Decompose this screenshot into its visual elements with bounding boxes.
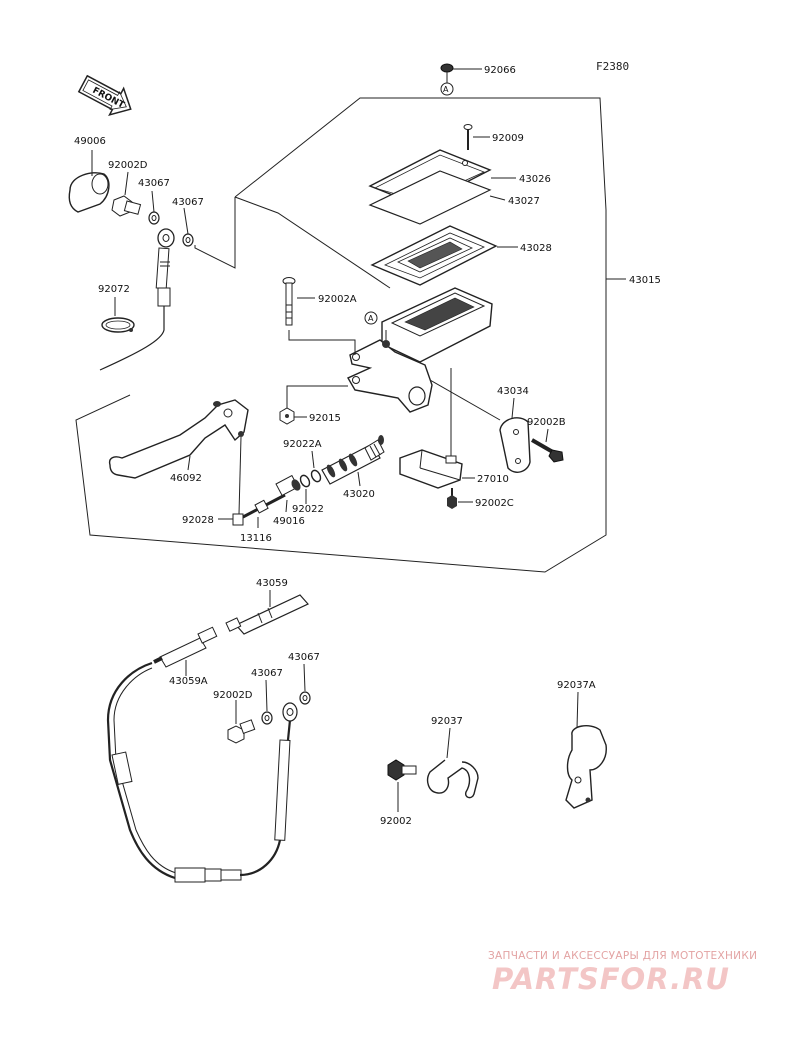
bracket-92037A xyxy=(565,724,607,809)
label-43067-a: 43067 xyxy=(138,178,170,189)
diaphragm-43028 xyxy=(370,225,498,286)
banjo-bolt-92002D xyxy=(111,195,142,217)
label-43067-c: 43067 xyxy=(251,668,283,679)
bolt-92002A xyxy=(282,277,296,326)
plate-43027 xyxy=(368,170,492,225)
master-cylinder-body xyxy=(347,287,493,413)
fitting-43059A xyxy=(153,626,218,668)
label-92002B: 92002B xyxy=(527,417,566,428)
clip-92037 xyxy=(426,759,479,799)
banjo-cover-49006 xyxy=(68,172,110,213)
label-92066: 92066 xyxy=(484,65,516,76)
banjo-bolt-92002D-bottom xyxy=(227,719,256,744)
clamp-92072 xyxy=(101,317,135,333)
label-92015: 92015 xyxy=(309,413,341,424)
watermark-caption: ЗАПЧАСТИ И АКСЕССУАРЫ ДЛЯ МОТОТЕХНИКИ xyxy=(488,950,758,962)
assembly-outline-main xyxy=(75,97,607,573)
label-43015: 43015 xyxy=(629,275,661,286)
clutch-lever-46092 xyxy=(108,399,249,479)
upper-hose xyxy=(99,228,175,371)
assembly-outline xyxy=(194,197,236,269)
nut-92015 xyxy=(279,407,295,425)
screw-92002C xyxy=(447,488,457,509)
label-92002C: 92002C xyxy=(475,498,514,509)
label-43028: 43028 xyxy=(520,243,552,254)
label-46092: 46092 xyxy=(170,473,202,484)
label-92002A: 92002A xyxy=(318,294,357,305)
label-43034: 43034 xyxy=(497,386,529,397)
label-43027: 43027 xyxy=(508,196,540,207)
label-43067-b: 43067 xyxy=(172,197,204,208)
washer-43067-c xyxy=(261,711,273,725)
label-92072: 92072 xyxy=(98,284,130,295)
push-rod-13116 xyxy=(242,493,286,519)
label-49006: 49006 xyxy=(74,136,106,147)
label-13116: 13116 xyxy=(240,533,272,544)
figure-code: F2380 xyxy=(596,60,630,73)
label-92002: 92002 xyxy=(380,816,412,827)
bolt-92002B xyxy=(531,438,564,463)
label-92002D-top: 92002D xyxy=(108,160,148,171)
boot-49016 xyxy=(275,474,301,497)
circlip-92022 xyxy=(299,474,311,488)
switch-27010 xyxy=(399,368,463,489)
label-92028: 92028 xyxy=(182,515,214,526)
label-92022: 92022 xyxy=(292,504,324,515)
lower-hose xyxy=(106,661,298,883)
label-92002D-bottom: 92002D xyxy=(213,690,253,701)
front-arrow-icon xyxy=(77,74,132,117)
label-43020: 43020 xyxy=(343,489,375,500)
label-49016: 49016 xyxy=(273,516,305,527)
ref-marker-a-mid: A xyxy=(368,314,374,323)
piston-kit-43020 xyxy=(321,435,385,485)
label-43067-d: 43067 xyxy=(288,652,320,663)
pin-92028 xyxy=(232,513,244,526)
washer-43067-d xyxy=(299,691,311,705)
label-43059A: 43059A xyxy=(169,676,208,687)
label-92009: 92009 xyxy=(492,133,524,144)
label-43026: 43026 xyxy=(519,174,551,185)
bolt-92002 xyxy=(387,759,417,781)
washer-43067-a xyxy=(148,211,160,225)
label-92037: 92037 xyxy=(431,716,463,727)
label-92022A: 92022A xyxy=(283,439,322,450)
label-43059: 43059 xyxy=(256,578,288,589)
label-92037A: 92037A xyxy=(557,680,596,691)
hose-43059 xyxy=(225,594,309,635)
washer-43067-b xyxy=(182,233,194,247)
ref-marker-a-top: A xyxy=(443,85,449,94)
watermark-logo: PARTSFOR.RU xyxy=(492,962,730,996)
screw-92009 xyxy=(463,124,473,150)
clamp-holder-43034 xyxy=(499,417,531,473)
label-27010: 27010 xyxy=(477,474,509,485)
cap-screw-92066 xyxy=(440,63,454,96)
circlip-92022A xyxy=(310,469,322,483)
